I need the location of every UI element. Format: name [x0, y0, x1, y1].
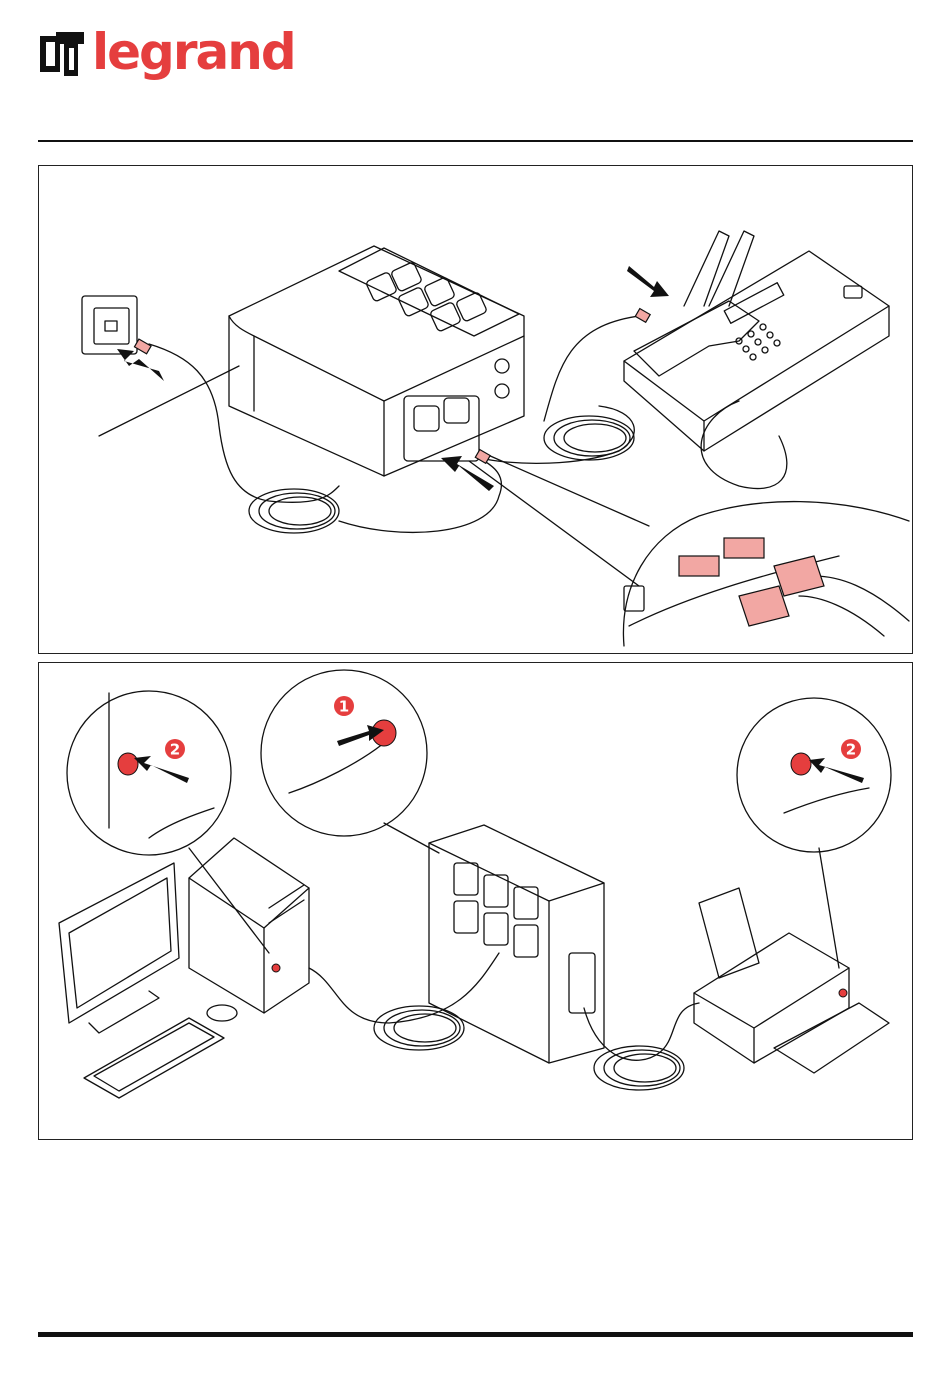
zoom-rj-plug-2 — [774, 556, 824, 596]
arrow-press-printer-icon — [809, 758, 864, 783]
zoom-line-bottom — [469, 461, 639, 586]
cable-to-fax-plug — [544, 316, 639, 421]
legrand-logo-icon — [38, 30, 88, 80]
finger-printer — [784, 788, 869, 813]
zoom-line-ups — [384, 823, 439, 853]
step-badge-ups: 1 — [334, 696, 354, 716]
power-on-illustration: 2 1 2 — [39, 663, 914, 1141]
power-button-printer-icon — [791, 753, 811, 775]
zoom-cable-b — [814, 576, 909, 621]
cable-wall-to-ups — [149, 344, 339, 502]
fax-machine — [624, 231, 889, 451]
arrow-press-computer-icon — [134, 756, 189, 783]
wall-edge-line — [99, 366, 239, 436]
footer-divider — [38, 1332, 913, 1337]
wall-phone-socket — [82, 296, 137, 354]
zoom-line-computer — [189, 848, 269, 953]
finger-ups — [289, 743, 384, 793]
zoom-rj-socket-2 — [724, 538, 764, 558]
zoom-circle-computer — [67, 691, 231, 855]
cable-ups-to-printer — [584, 1003, 699, 1060]
phone-connection-illustration — [39, 166, 914, 655]
ups-unit — [229, 246, 524, 476]
printer-output-paper — [774, 1003, 889, 1073]
cable-coil-center — [374, 1006, 464, 1050]
zoom-cable-a — [799, 596, 884, 636]
ups-unit-front — [429, 825, 604, 1063]
zoom-circle-printer — [737, 698, 891, 852]
computer-monitor — [59, 863, 179, 1033]
press-arrows — [134, 725, 864, 783]
zoom-rj-socket-1 — [679, 556, 719, 576]
ups-fuse — [495, 384, 509, 398]
computer-mouse — [207, 1005, 237, 1021]
legrand-logo: legrand — [38, 28, 278, 86]
cable-coil-right-bottom — [594, 1046, 684, 1090]
step-number-printer: 2 — [846, 741, 856, 759]
step-number-ups: 1 — [339, 698, 349, 716]
zoom-line-printer — [819, 848, 839, 968]
arrow-to-fax-icon — [627, 266, 669, 297]
printer — [694, 888, 889, 1073]
cable-coil-to-ups — [339, 458, 501, 532]
zoom-detail-outline — [623, 502, 909, 646]
cable-coil-left — [249, 489, 339, 533]
zoom-circle-ups — [261, 670, 427, 836]
header-divider — [38, 140, 913, 142]
ups-outlets-top — [365, 262, 487, 333]
zoom-rj-plug-1 — [739, 586, 789, 626]
panel-phone-line-connection — [38, 165, 913, 654]
step-badge-printer: 2 — [841, 739, 861, 759]
fax-paper-tray — [684, 231, 729, 306]
cable-ups-to-fax — [479, 406, 634, 463]
printer-power-led-icon — [839, 989, 847, 997]
arrow-to-wall-icon — [117, 349, 164, 381]
computer-tower — [189, 838, 309, 1013]
legrand-wordmark: legrand — [92, 22, 295, 82]
step-badge-computer: 2 — [165, 739, 185, 759]
fax-keypad — [736, 324, 780, 360]
rj-plug-ups — [475, 450, 490, 464]
direction-arrows — [117, 266, 669, 491]
fax-button — [844, 286, 862, 298]
cable-coil-right — [544, 416, 634, 460]
tower-power-led-icon — [272, 964, 280, 972]
ups-usb-port — [495, 359, 509, 373]
rj-plug-fax — [635, 309, 650, 323]
power-button-computer-icon — [118, 753, 138, 775]
panel-power-on-sequence: 2 1 2 — [38, 662, 913, 1140]
step-number-computer: 2 — [170, 741, 180, 759]
